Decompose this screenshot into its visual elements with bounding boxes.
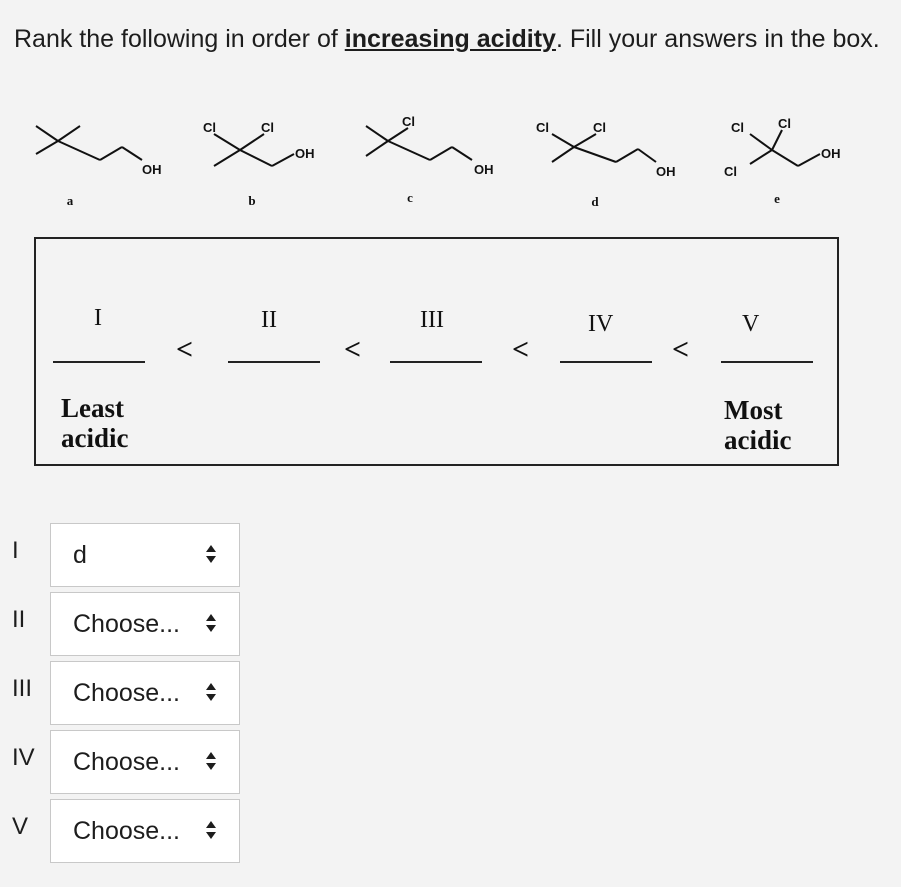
- molecule-d-label-1: Cl: [593, 120, 606, 135]
- answer-select-ii-value: Choose...: [73, 610, 181, 638]
- answer-label-i: I: [12, 537, 19, 564]
- rank-position-i: I: [94, 305, 102, 331]
- rank-blank-ii: [228, 361, 320, 363]
- rank-blank-i: [53, 361, 145, 363]
- molecule-d: Cl Cl OH d: [536, 120, 676, 209]
- question-prefix: Rank the following in order of: [14, 25, 345, 53]
- molecule-b-label-1: Cl: [261, 120, 274, 135]
- most-acidic-line2: acidic: [724, 425, 792, 455]
- molecule-b-letter: b: [248, 193, 255, 208]
- answer-select-i[interactable]: d: [50, 523, 240, 587]
- less-than-sign-4: <: [672, 333, 690, 366]
- molecule-c-label-1: OH: [474, 162, 494, 177]
- least-acidic-line2: acidic: [61, 423, 129, 453]
- question-suffix: . Fill your answers in the box.: [555, 25, 880, 53]
- rank-position-ii: II: [261, 307, 277, 333]
- answer-select-iv[interactable]: Choose...: [50, 730, 240, 794]
- up-down-arrows-icon: [206, 614, 216, 632]
- less-than-sign-3: <: [512, 333, 530, 366]
- answer-select-i-value: d: [73, 541, 87, 569]
- answer-row-ii: II Choose...: [0, 592, 260, 658]
- answer-select-v-value: Choose...: [73, 817, 181, 845]
- least-acidic-label: Least acidic: [61, 393, 129, 453]
- up-down-arrows-icon: [206, 821, 216, 839]
- most-acidic-label: Most acidic: [724, 395, 792, 455]
- molecule-b: Cl Cl OH b: [203, 120, 315, 208]
- molecule-d-letter: d: [591, 194, 599, 209]
- less-than-sign-1: <: [176, 333, 194, 366]
- up-down-arrows-icon: [206, 545, 216, 563]
- molecule-structures: OH a Cl Cl OH b Cl OH c Cl Cl OH d: [35, 114, 841, 209]
- answer-select-iv-value: Choose...: [73, 748, 181, 776]
- least-acidic-line1: Least: [61, 393, 124, 423]
- molecule-a: OH a: [35, 125, 162, 208]
- molecule-e-letter: e: [774, 191, 780, 206]
- answer-select-iii-value: Choose...: [73, 679, 181, 707]
- molecule-b-label-2: OH: [295, 146, 315, 161]
- answer-row-iii: III Choose...: [0, 661, 260, 727]
- answer-select-ii[interactable]: Choose...: [50, 592, 240, 656]
- answer-label-iv: IV: [12, 744, 35, 771]
- answer-select-iii[interactable]: Choose...: [50, 661, 240, 725]
- answer-row-v: V Choose...: [0, 799, 260, 865]
- rank-blank-v: [721, 361, 813, 363]
- molecule-e: Cl Cl Cl OH e: [724, 116, 841, 206]
- rank-position-iii: III: [420, 307, 444, 333]
- rank-position-iv: IV: [588, 311, 614, 337]
- ranking-box: I II III IV V < < < < Least acidic Most …: [34, 237, 839, 466]
- answer-row-i: I d: [0, 523, 260, 589]
- molecule-d-label-2: OH: [656, 164, 676, 179]
- molecule-e-label-3: OH: [821, 146, 841, 161]
- up-down-arrows-icon: [206, 752, 216, 770]
- molecule-e-label-0: Cl: [731, 120, 744, 135]
- molecule-c-letter: c: [407, 190, 413, 205]
- answer-label-ii: II: [12, 606, 26, 633]
- molecule-c: Cl OH c: [365, 114, 494, 205]
- answer-label-v: V: [12, 813, 29, 840]
- molecule-b-label-0: Cl: [203, 120, 216, 135]
- molecule-a-letter: a: [67, 193, 74, 208]
- answer-row-iv: IV Choose...: [0, 730, 260, 796]
- answer-label-iii: III: [12, 675, 33, 702]
- molecule-c-label-0: Cl: [402, 114, 415, 129]
- question-emphasis: increasing acidity: [344, 25, 556, 53]
- rank-blank-iv: [560, 361, 652, 363]
- question-text: Rank the following in order of increasin…: [14, 20, 884, 59]
- up-down-arrows-icon: [206, 683, 216, 701]
- less-than-sign-2: <: [344, 333, 362, 366]
- molecule-a-label-0: OH: [142, 162, 162, 177]
- rank-position-v: V: [742, 311, 760, 337]
- rank-blank-iii: [390, 361, 482, 363]
- answer-select-v[interactable]: Choose...: [50, 799, 240, 863]
- most-acidic-line1: Most: [724, 395, 783, 425]
- molecule-d-label-0: Cl: [536, 120, 549, 135]
- molecule-e-label-1: Cl: [778, 116, 791, 131]
- molecule-e-label-2: Cl: [724, 164, 737, 179]
